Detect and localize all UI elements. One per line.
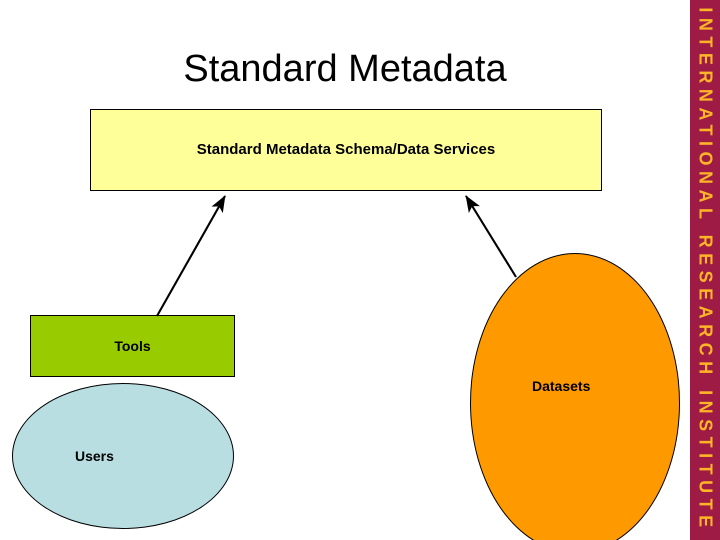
page-title: Standard Metadata [183, 48, 507, 90]
datasets-ellipse[interactable]: Datasets [470, 253, 680, 540]
side-banner-text: INTERNATIONAL RESEARCH INSTITUTE [695, 7, 716, 533]
schema-box-label: Standard Metadata Schema/Data Services [196, 141, 496, 158]
tools-box-label: Tools [114, 338, 151, 354]
tools-to-schema-arrow [156, 195, 226, 317]
tools-box[interactable]: Tools [30, 315, 235, 377]
datasets-ellipse-label: Datasets [532, 378, 591, 394]
schema-box[interactable]: Standard Metadata Schema/Data Services [90, 109, 602, 191]
users-ellipse-label: Users [75, 448, 114, 464]
users-ellipse[interactable]: Users [12, 383, 234, 529]
datasets-to-schema-arrow [465, 195, 517, 278]
side-banner: INTERNATIONAL RESEARCH INSTITUTE [690, 0, 720, 540]
